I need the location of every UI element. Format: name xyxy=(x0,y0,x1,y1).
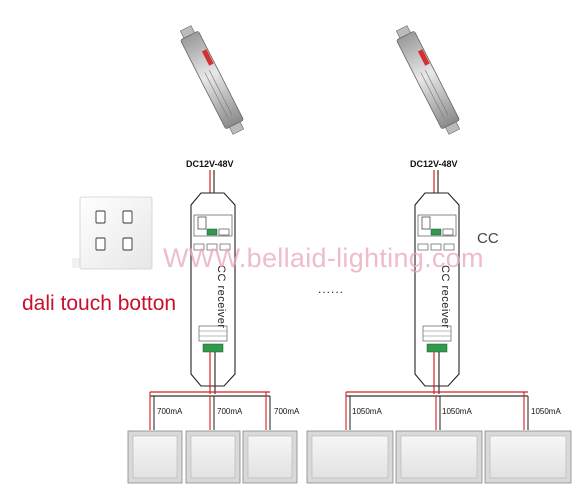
current-label: 1050mA xyxy=(352,407,382,416)
voltage-label-left: DC12V-48V xyxy=(186,159,234,169)
output-wires-left xyxy=(149,352,271,430)
current-label: 700mA xyxy=(157,407,183,416)
receiver-label-left: CC receiver xyxy=(215,265,227,329)
current-label: 1050mA xyxy=(442,407,472,416)
cc-receiver-left: CC receiver xyxy=(190,192,236,387)
ellipsis: ...... xyxy=(318,282,345,296)
receiver-label-right: CC receiver xyxy=(439,265,451,329)
current-label: 700mA xyxy=(217,407,243,416)
watermark: WWW.bellaid-lighting.com xyxy=(163,243,484,273)
touch-panel-icon xyxy=(72,196,153,270)
cc-tag: CC xyxy=(477,230,499,247)
led-driver-icon xyxy=(395,25,461,135)
led-panel-light-icon xyxy=(185,430,241,484)
led-panel-light-icon xyxy=(127,430,183,484)
led-panel-light-icon xyxy=(395,430,483,484)
voltage-label-right: DC12V-48V xyxy=(410,159,458,169)
led-panel-light-icon xyxy=(306,430,394,484)
cc-receiver-right: CC receiver xyxy=(414,192,460,387)
led-panel-light-icon xyxy=(484,430,572,484)
touch-panel-label: dali touch botton xyxy=(22,292,177,315)
current-label: 1050mA xyxy=(531,407,561,416)
led-panel-light-icon xyxy=(242,430,298,484)
output-wires-right xyxy=(345,352,529,430)
current-label: 700mA xyxy=(274,407,300,416)
led-driver-icon xyxy=(179,25,245,135)
